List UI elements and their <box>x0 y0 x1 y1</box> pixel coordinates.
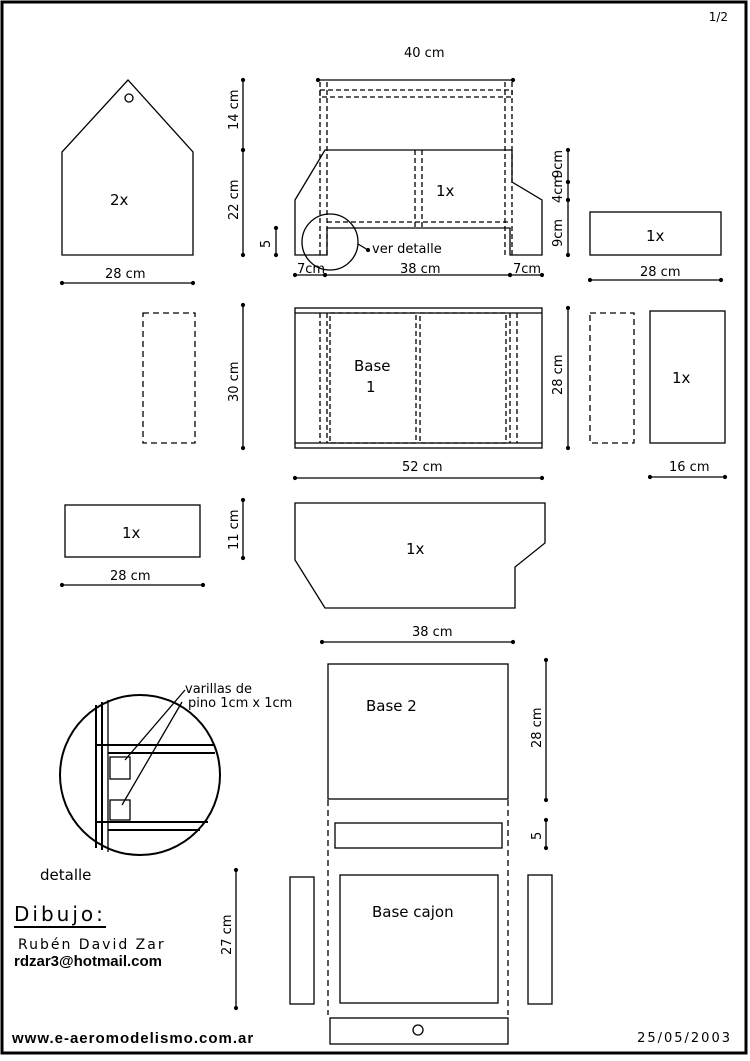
varillas-spec: pino 1cm x 1cm <box>188 696 292 711</box>
bottom-panel <box>294 502 546 609</box>
dim-label: 30 cm <box>227 362 242 403</box>
credits-title: Dibujo: <box>14 902 106 928</box>
credits-email[interactable]: rdzar3@hotmail.com <box>14 953 162 970</box>
drawer-side-right <box>527 874 553 1005</box>
dim-label: 40 cm <box>404 46 445 61</box>
small-panel-qty: 1x <box>646 227 665 245</box>
roof-side-panel <box>61 79 194 256</box>
dim-label: 38 cm <box>412 625 453 640</box>
base-cajon-label: Base cajon <box>372 903 454 921</box>
base-2 <box>327 663 509 800</box>
base-1-plan <box>294 307 543 449</box>
dim-label: 9cm <box>551 150 566 178</box>
page-number: 1/2 <box>708 10 728 24</box>
dim-label: 4cm <box>551 175 566 203</box>
top-rod <box>319 89 513 98</box>
dim-label: 28 cm <box>105 267 146 282</box>
drawer-knob-strip <box>329 1017 509 1045</box>
dashed-side-panel <box>142 312 196 444</box>
dim-label: 7cm <box>513 262 541 277</box>
dim-label: 28 cm <box>640 265 681 280</box>
dim-label: 9cm <box>551 219 566 247</box>
drawer-front-strip <box>334 822 503 849</box>
front-qty: 1x <box>436 182 455 200</box>
dim-label: 28 cm <box>110 569 151 584</box>
credits-author: Rubén David Zar <box>18 937 166 953</box>
base-cajon <box>339 874 499 1004</box>
right-panel <box>649 310 726 444</box>
dim-label: 11 cm <box>227 510 242 551</box>
dim-label: 5 <box>259 240 274 248</box>
pine-rod-section <box>109 799 131 821</box>
hang-hole <box>124 93 134 103</box>
drawer-side-left <box>289 876 315 1005</box>
dim-label: 7cm <box>297 262 325 277</box>
right-panel-qty: 1x <box>672 369 691 387</box>
dim-label: 22 cm <box>227 180 242 221</box>
bottom-panel-qty: 1x <box>406 540 425 558</box>
base-1-number: 1 <box>366 378 376 396</box>
dim-label: 52 cm <box>402 460 443 475</box>
dim-label: 16 cm <box>669 460 710 475</box>
dim-label: 28 cm <box>551 355 566 396</box>
dim-label: 14 cm <box>227 90 242 131</box>
dim-label: 27 cm <box>220 915 235 956</box>
dim-label: 38 cm <box>400 262 441 277</box>
dashed-end-panel <box>589 312 635 444</box>
footer-url[interactable]: www.e-aeromodelismo.com.ar <box>12 1030 255 1047</box>
pine-rod-section <box>109 756 131 780</box>
base-1-label: Base <box>354 357 391 375</box>
left-panel-qty: 1x <box>122 524 141 542</box>
drawer-knob <box>412 1024 424 1036</box>
detalle-label: detalle <box>40 866 91 884</box>
dim-label: 28 cm <box>530 708 545 749</box>
footer-date: 25/05/2003 <box>637 1031 732 1046</box>
detail-callout-circle <box>301 213 359 271</box>
base-2-label: Base 2 <box>366 697 417 715</box>
left-panel <box>64 504 201 558</box>
small-panel <box>589 211 722 256</box>
roof-side-qty: 2x <box>110 191 129 209</box>
ver-detalle-label: ver detalle <box>372 242 442 257</box>
dim-label: 5 <box>530 832 545 840</box>
varillas-label: varillas de <box>185 682 252 697</box>
front-elevation <box>294 149 543 256</box>
detail-circle <box>59 694 221 856</box>
